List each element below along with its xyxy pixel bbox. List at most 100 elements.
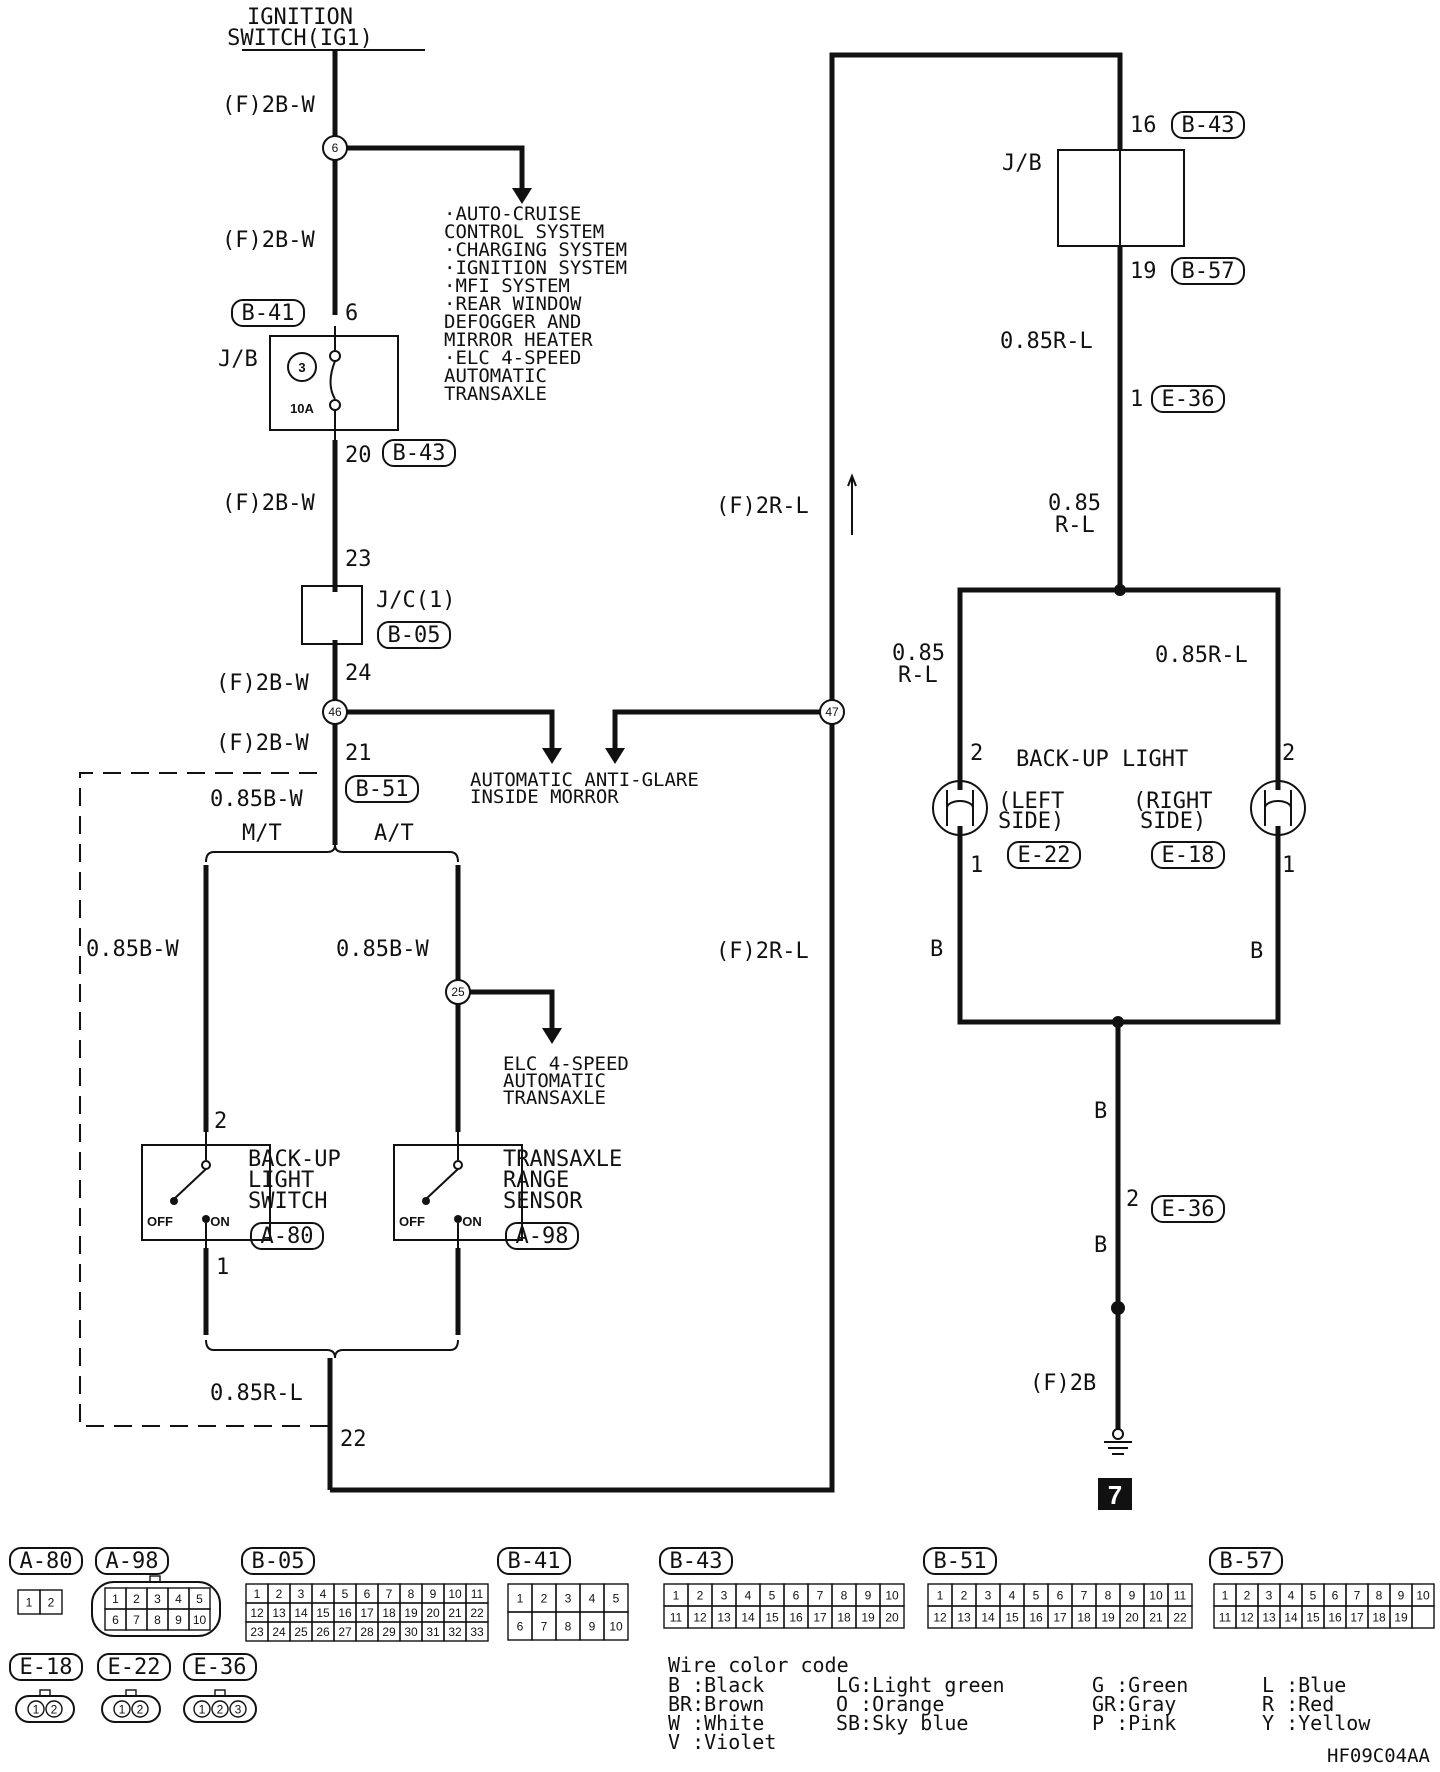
pin-number: 1 xyxy=(673,1589,680,1603)
conn-b43-left-box xyxy=(382,439,456,467)
backup-switch-contact-bottom xyxy=(202,1215,210,1223)
fuse-number-circle xyxy=(287,352,317,382)
pin-number: 9 xyxy=(1129,1589,1136,1603)
pin-21-label: 21 xyxy=(345,741,372,766)
wire-label-14a: 0.85 xyxy=(892,641,945,666)
ground-number: 7 xyxy=(1108,1480,1122,1510)
branch-arrow-systems xyxy=(512,188,532,204)
conn-view-tag-box xyxy=(9,1653,83,1681)
pin-number: 25 xyxy=(294,1625,308,1639)
wcc-pink: P :Pink xyxy=(1092,1711,1176,1735)
pin-number: 10 xyxy=(1416,1589,1430,1603)
wire-2rl-up xyxy=(829,52,1123,700)
conn-view-tag-label: E-18 xyxy=(20,1655,73,1680)
pin-number: 6 xyxy=(112,1613,119,1627)
pin-number: 18 xyxy=(1077,1611,1091,1625)
conn-b57-box xyxy=(1171,257,1245,285)
conn-view-tag-box xyxy=(241,1547,315,1575)
pin-number: 16 xyxy=(789,1611,803,1625)
pin-number: 10 xyxy=(448,1587,462,1601)
pin-number: 12 xyxy=(1240,1611,1254,1625)
pin-number: 21 xyxy=(1149,1611,1163,1625)
conn-a98-label: A-98 xyxy=(516,1224,569,1249)
pin-number: 17 xyxy=(1053,1611,1067,1625)
pin-number: 3 xyxy=(1266,1589,1273,1603)
wire-label-20: (F)2B xyxy=(1030,1371,1096,1396)
pin-number: 7 xyxy=(1354,1589,1361,1603)
range-sensor-pivot xyxy=(422,1197,430,1205)
conn-a98-box xyxy=(505,1222,579,1250)
pin-number: 28 xyxy=(360,1625,374,1639)
system-item: ·IGNITION SYSTEM xyxy=(444,257,627,279)
range-sensor-off: OFF xyxy=(399,1214,425,1229)
pin-number: 1 xyxy=(199,1703,206,1717)
pin-number: 31 xyxy=(426,1625,440,1639)
pin-number: 1 xyxy=(26,1596,33,1610)
conn-view-tag-label: A-98 xyxy=(106,1549,159,1574)
splice-25-label: 25 xyxy=(451,985,465,999)
pin-cell xyxy=(1167,1605,1193,1629)
conn-a98-tag: A-98 xyxy=(505,1222,579,1250)
pin-circle xyxy=(229,1700,247,1718)
system-item: CONTROL SYSTEM xyxy=(444,221,604,243)
pin-20-label: 20 xyxy=(345,443,372,468)
wcc-blue: L :Blue xyxy=(1262,1673,1346,1697)
conn-e36-bottom-label: E-36 xyxy=(1162,1197,1215,1222)
pin-number: 22 xyxy=(1173,1611,1187,1625)
pin-number: 1 xyxy=(119,1703,126,1717)
conn-e18-tag: E-18 xyxy=(1151,841,1225,869)
wcc-violet: V :Violet xyxy=(668,1730,776,1754)
pin-cell xyxy=(603,1611,629,1641)
pin-cell xyxy=(188,1608,211,1631)
pin-number: 12 xyxy=(250,1606,264,1620)
conn-e36-top-box xyxy=(1151,385,1225,413)
wcc-red: R :Red xyxy=(1262,1692,1334,1716)
conn-view-tag-label: E-22 xyxy=(108,1655,161,1680)
pin-circle xyxy=(211,1700,229,1718)
conn-b41-tag: B-41 xyxy=(231,299,305,327)
system-item: TRANSAXLE xyxy=(444,383,547,405)
conn-b51-tag: B-51 xyxy=(345,775,419,803)
pin-1-e36-label: 1 xyxy=(1130,387,1143,412)
pin-number: 24 xyxy=(272,1625,286,1639)
conn-view-tag-label: B-41 xyxy=(508,1549,561,1574)
pin-number: 8 xyxy=(408,1587,415,1601)
pin-number: 19 xyxy=(861,1611,875,1625)
pin-number: 14 xyxy=(1284,1611,1298,1625)
wire-color-title: Wire color code xyxy=(668,1653,849,1677)
mt-at-brace xyxy=(205,844,459,863)
jc1-label: J/C(1) xyxy=(376,588,455,613)
pin-circle xyxy=(193,1700,211,1718)
pin-cell xyxy=(879,1605,905,1629)
pin-number: 2 xyxy=(961,1589,968,1603)
pin-cell xyxy=(465,1621,489,1642)
splice-46-label: 46 xyxy=(328,705,342,719)
joint-connector-jc1 xyxy=(301,585,363,645)
left-side-label-1: (LEFT xyxy=(998,789,1064,814)
wire-label-12: 0.85R-L xyxy=(1000,329,1093,354)
pin-number: 5 xyxy=(769,1589,776,1603)
backup-switch-label-2: LIGHT xyxy=(248,1168,314,1193)
pin-number: 6 xyxy=(364,1587,371,1601)
lamp-left-filament xyxy=(946,800,974,809)
conn-view-tag-box xyxy=(497,1547,571,1575)
branch-arrow-elc xyxy=(542,1028,562,1044)
fuse-number: 3 xyxy=(298,360,305,375)
range-sensor-label-3: SENSOR xyxy=(503,1189,583,1214)
conn-e18-label: E-18 xyxy=(1162,843,1215,868)
pin-number: 7 xyxy=(1081,1589,1088,1603)
pin-number: 15 xyxy=(1005,1611,1019,1625)
pin-number: 23 xyxy=(250,1625,264,1639)
pin-number: 4 xyxy=(1288,1589,1295,1603)
label-mt: M/T xyxy=(242,821,282,846)
pin-number: 18 xyxy=(837,1611,851,1625)
pin-number: 10 xyxy=(193,1613,207,1627)
system-item: AUTOMATIC xyxy=(444,365,547,387)
wcc-yellow: Y :Yellow xyxy=(1262,1711,1371,1735)
pin-number: 3 xyxy=(298,1587,305,1601)
